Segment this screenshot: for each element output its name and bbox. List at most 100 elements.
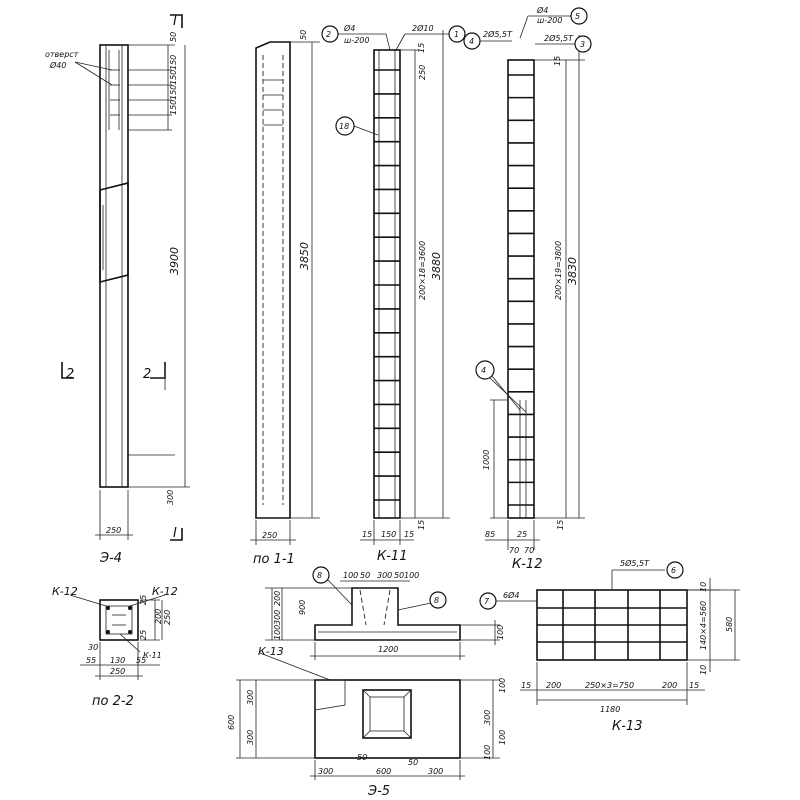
callout-2-number: 2 bbox=[326, 30, 331, 39]
column-total-height: 3900 bbox=[168, 247, 181, 275]
callout-6-number: 6 bbox=[671, 566, 676, 575]
hole-size: Ø40 bbox=[49, 60, 66, 70]
hole-note: отверст bbox=[45, 50, 79, 59]
plan-right-2: 100 bbox=[498, 730, 507, 745]
footing-socket bbox=[362, 689, 412, 739]
plan-50-right: 50 bbox=[408, 758, 418, 767]
sec22-bottom-1: 130 bbox=[110, 656, 125, 665]
mesh-width: 1180 bbox=[600, 705, 620, 714]
plan-bottom-1: 600 bbox=[376, 767, 391, 776]
callout-1-text: 2Ø10 bbox=[412, 23, 434, 33]
sec22-dim-30: 30 bbox=[88, 643, 98, 652]
callout-7-text: 6Ø4 bbox=[503, 590, 519, 600]
sec22-bottom-0: 55 bbox=[86, 656, 96, 665]
section-1-1: 50 3850 250 по 1-1 bbox=[250, 30, 320, 567]
anchor-holes bbox=[74, 61, 120, 116]
section-top-dim: 50 bbox=[299, 30, 308, 40]
callout-4-lower bbox=[475, 360, 495, 380]
callout-5-number: 5 bbox=[575, 12, 580, 21]
footing-elevation bbox=[314, 587, 461, 641]
callout-3-text: 2Ø5,5Т bbox=[544, 33, 574, 43]
k11-width-dim-1: 150 bbox=[381, 530, 396, 539]
k12-right-label: К-12 bbox=[152, 585, 178, 598]
cut-away-mesh bbox=[314, 679, 346, 711]
footing-top-0: 100 bbox=[343, 571, 358, 580]
k12-stirrups bbox=[508, 74, 534, 506]
footing-top-3: 50 bbox=[394, 571, 404, 580]
top-dim-4: 150 bbox=[169, 100, 178, 115]
callout-5-sub: ш-200 bbox=[537, 16, 562, 25]
callout-3-number: 3 bbox=[580, 40, 585, 49]
footing-part-1: 300 bbox=[273, 610, 282, 625]
column-elevation-label: Э-4 bbox=[99, 551, 122, 566]
k12-width-dim-2: 70 bbox=[509, 546, 519, 555]
footing-part-2: 100 bbox=[273, 625, 282, 640]
section-1-top-label: I bbox=[173, 14, 177, 29]
plan-right-1: 300 bbox=[483, 710, 492, 725]
footing-part-0: 200 bbox=[273, 591, 282, 606]
callout-4-text: 2Ø5,5Т bbox=[483, 29, 513, 39]
top-dim-1: 150 bbox=[169, 55, 178, 70]
plan-600: 600 bbox=[227, 715, 236, 730]
footing-top-2: 300 bbox=[377, 571, 392, 580]
section-mark-2-right bbox=[150, 362, 166, 379]
k11-width-dim-2: 15 bbox=[404, 530, 414, 539]
column-width: 250 bbox=[106, 526, 121, 535]
mesh-right-2: 10 bbox=[699, 665, 708, 675]
footing-height-left: 900 bbox=[298, 600, 307, 615]
column-elevation: отверст Ø40 3900 300 250 50 150 150 150 … bbox=[45, 14, 190, 566]
k12-label: К-12 bbox=[512, 557, 542, 572]
k11-top-dim: 250 bbox=[418, 65, 427, 80]
k11-label-section: К-11 bbox=[143, 651, 162, 660]
section-mark-2-left bbox=[61, 362, 74, 379]
section-2-2-label: по 2-2 bbox=[92, 694, 134, 709]
footing-length: 1200 bbox=[378, 645, 398, 654]
mesh-k13: 6 5Ø5,5Т 7 6Ø4 10 140×4=560 10 580 15 20… bbox=[479, 558, 740, 734]
sec22-dim-3: 250 bbox=[163, 610, 172, 625]
footing-e5: 900 200 300 100 100 100 50 300 50 100 8 … bbox=[227, 566, 507, 799]
plan-bottom-0: 300 bbox=[318, 767, 333, 776]
section-width: 250 bbox=[262, 531, 277, 540]
callout-6 bbox=[666, 561, 684, 579]
k11-height: 3880 bbox=[430, 252, 443, 280]
mesh-height: 580 bbox=[725, 617, 734, 632]
column-outline bbox=[99, 44, 129, 488]
plan-300-bottom: 300 bbox=[246, 730, 255, 745]
callout-4-lower-number: 4 bbox=[481, 366, 486, 375]
plan-300-top: 300 bbox=[246, 690, 255, 705]
k11-dim-15-top: 15 bbox=[417, 43, 426, 53]
mesh-bottom-4: 15 bbox=[689, 681, 699, 690]
mesh-bottom-2: 250×3=750 bbox=[585, 681, 634, 690]
callout-8-right-number: 8 bbox=[434, 596, 439, 605]
cage-k11: 2 Ø4 ш-200 1 2Ø10 18 15 250 200×18=3600 … bbox=[321, 23, 466, 564]
sec22-width: 250 bbox=[110, 667, 125, 676]
section-1-bottom-label: I bbox=[173, 526, 177, 541]
callout-8-right bbox=[429, 591, 447, 609]
sec22-bottom-2: 55 bbox=[136, 656, 146, 665]
k12-left-label: К-12 bbox=[52, 585, 78, 598]
k13-callout-label: К-13 bbox=[258, 645, 284, 658]
mesh-right-1: 140×4=560 bbox=[699, 601, 708, 650]
footing-plan bbox=[314, 679, 461, 759]
plan-50-left: 50 bbox=[357, 753, 367, 762]
plan-right-3: 100 bbox=[483, 745, 492, 760]
footing-label: Э-5 bbox=[367, 784, 390, 799]
callout-18-number: 18 bbox=[339, 122, 349, 131]
section-mark-bottom bbox=[170, 528, 183, 541]
mesh-right-0: 10 bbox=[699, 582, 708, 592]
k12-width-dim-0: 85 bbox=[485, 530, 495, 539]
section-mark-top bbox=[170, 14, 183, 28]
k12-width-dim-3: 70 bbox=[524, 546, 534, 555]
top-dim-3: 150 bbox=[169, 85, 178, 100]
section-2-2-outline bbox=[99, 599, 139, 641]
callout-8-left bbox=[312, 566, 330, 584]
k12-pitch: 200×19=3800 bbox=[554, 241, 563, 300]
k12-lower-dim: 1000 bbox=[482, 450, 491, 470]
callout-6-text: 5Ø5,5Т bbox=[620, 558, 650, 568]
mesh-bottom-3: 200 bbox=[662, 681, 677, 690]
cage-k12: 5 Ø4 ш-200 4 2Ø5,5Т 3 2Ø5,5Т 4 15 200×19… bbox=[463, 5, 592, 572]
footing-top-4: 100 bbox=[404, 571, 419, 580]
k11-stirrups bbox=[374, 69, 400, 501]
footing-top-1: 50 bbox=[360, 571, 370, 580]
